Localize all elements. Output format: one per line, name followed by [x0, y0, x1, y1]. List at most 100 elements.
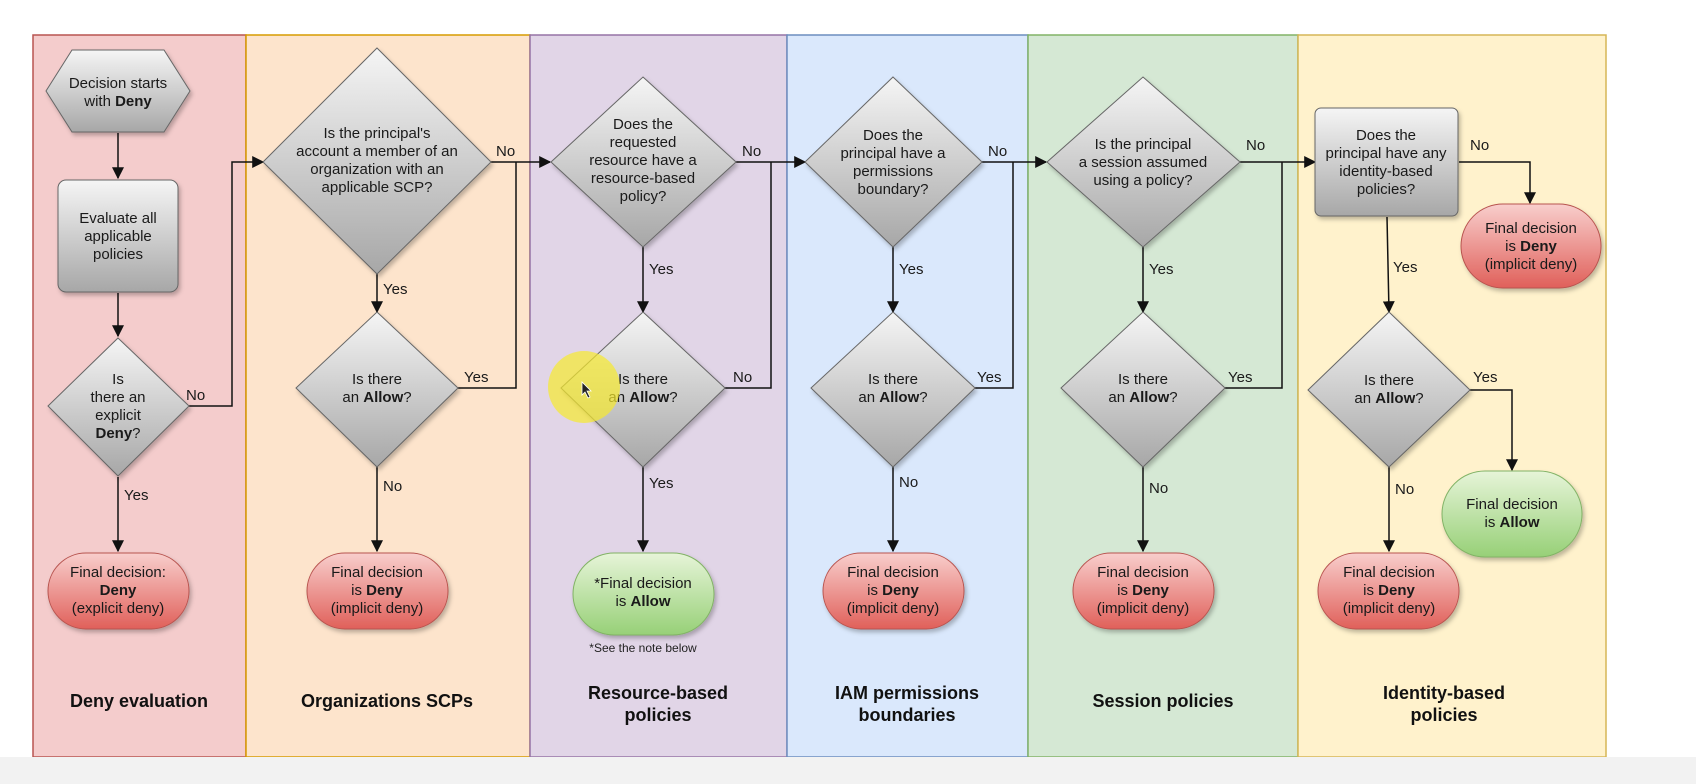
edge-labels: Yes No No Yes Yes No No Yes No Yes No Ye…	[124, 137, 1497, 504]
node-text-line: an Allow?	[1108, 389, 1177, 406]
label-ib-no: No	[1470, 137, 1489, 154]
node-text-line: is Deny	[1363, 582, 1415, 599]
lane-title-session-policies: Session policies	[1092, 691, 1233, 711]
node-text-line: (explicit deny)	[72, 600, 165, 617]
node-text-line: Does the	[1356, 127, 1416, 144]
node-text-line: is Deny	[1117, 582, 1169, 599]
node-text-line: requested	[610, 134, 677, 151]
node-text-line: boundary?	[858, 181, 929, 198]
node-text-line: Final decision	[1485, 220, 1577, 237]
node-text-line: Does the	[863, 127, 923, 144]
label-ib-yes: Yes	[1393, 259, 1417, 276]
node-text-line: policy?	[620, 188, 667, 205]
cursor-highlight	[548, 351, 620, 423]
node-text-line: applicable	[84, 228, 152, 245]
label-deny-yes: Yes	[124, 487, 148, 504]
node-text-line: a session assumed	[1079, 154, 1207, 171]
node-text-line: resource have a	[589, 152, 697, 169]
node-text-line: identity-based	[1339, 163, 1432, 180]
node-text-line: Is there	[352, 371, 402, 388]
see-note-text: *See the note below	[589, 641, 697, 655]
node-text-line: applicable SCP?	[322, 179, 433, 196]
label-scp-allow-yes: Yes	[464, 369, 488, 386]
node-text-line: explicit	[95, 407, 142, 424]
node-text-line: Is there	[868, 371, 918, 388]
node-text-line: resource-based	[591, 170, 695, 187]
node-text-line: principal have a	[840, 145, 946, 162]
node-text-line: Is there	[1364, 372, 1414, 389]
cursor-pointer-icon	[581, 381, 592, 399]
label-rb-allow-no: No	[733, 369, 752, 386]
label-deny-no: No	[186, 387, 205, 404]
node-text-line: is Allow	[1485, 514, 1540, 531]
lane-title-organizations-scps: Organizations SCPs	[301, 691, 473, 711]
edge-deny-question-no	[189, 156, 265, 407]
node-text-line: an Allow?	[342, 389, 411, 406]
node-text-line: (implicit deny)	[331, 600, 424, 617]
node-text-line: using a policy?	[1093, 172, 1192, 189]
svg-text:Final decision:Deny(explicit d: Final decision:Deny(explicit deny)	[70, 564, 166, 617]
label-ib-allow-yes: Yes	[1473, 369, 1497, 386]
edge-ib-no	[1459, 161, 1536, 205]
label-ib-allow-no: No	[1395, 481, 1414, 498]
node-text-line: Final decision	[1343, 564, 1435, 581]
node-text-line: with Deny	[83, 93, 152, 110]
node-text-line: (implicit deny)	[1343, 600, 1436, 617]
node-text-line: Is there	[1118, 371, 1168, 388]
node-text-line: is Deny	[1505, 238, 1557, 255]
label-scp-allow-no: No	[383, 478, 402, 495]
edge-sp-allow-yes	[1225, 162, 1283, 389]
node-text-line: Is there	[618, 371, 668, 388]
node-text-line: organization with an	[310, 161, 443, 178]
lane-titles: Deny evaluation Organizations SCPs Resou…	[70, 683, 1505, 725]
node-text-line: (implicit deny)	[1485, 256, 1578, 273]
node-text-line: (implicit deny)	[1097, 600, 1190, 617]
node-text-line: account a member of an	[296, 143, 458, 160]
label-rb-no: No	[742, 143, 761, 160]
label-sp-yes: Yes	[1149, 261, 1173, 278]
node-text-line: Final decision	[331, 564, 423, 581]
node-text-line: Deny	[100, 582, 137, 599]
label-pb-no: No	[988, 143, 1007, 160]
node-text-line: Does the	[613, 116, 673, 133]
node-text-line: Is	[112, 371, 124, 388]
node-text-line: Deny?	[95, 425, 140, 442]
node-text-line: (implicit deny)	[847, 600, 940, 617]
label-scp-no: No	[496, 143, 515, 160]
label-pb-allow-no: No	[899, 474, 918, 491]
final-explicit-deny-terminal: Final decision:Deny(explicit deny)	[47, 552, 190, 630]
label-scp-yes: Yes	[383, 281, 407, 298]
node-text-line: Final decision:	[70, 564, 166, 581]
node-text-line: an Allow?	[1354, 390, 1423, 407]
label-pb-yes: Yes	[899, 261, 923, 278]
node-text-line: there an	[90, 389, 145, 406]
